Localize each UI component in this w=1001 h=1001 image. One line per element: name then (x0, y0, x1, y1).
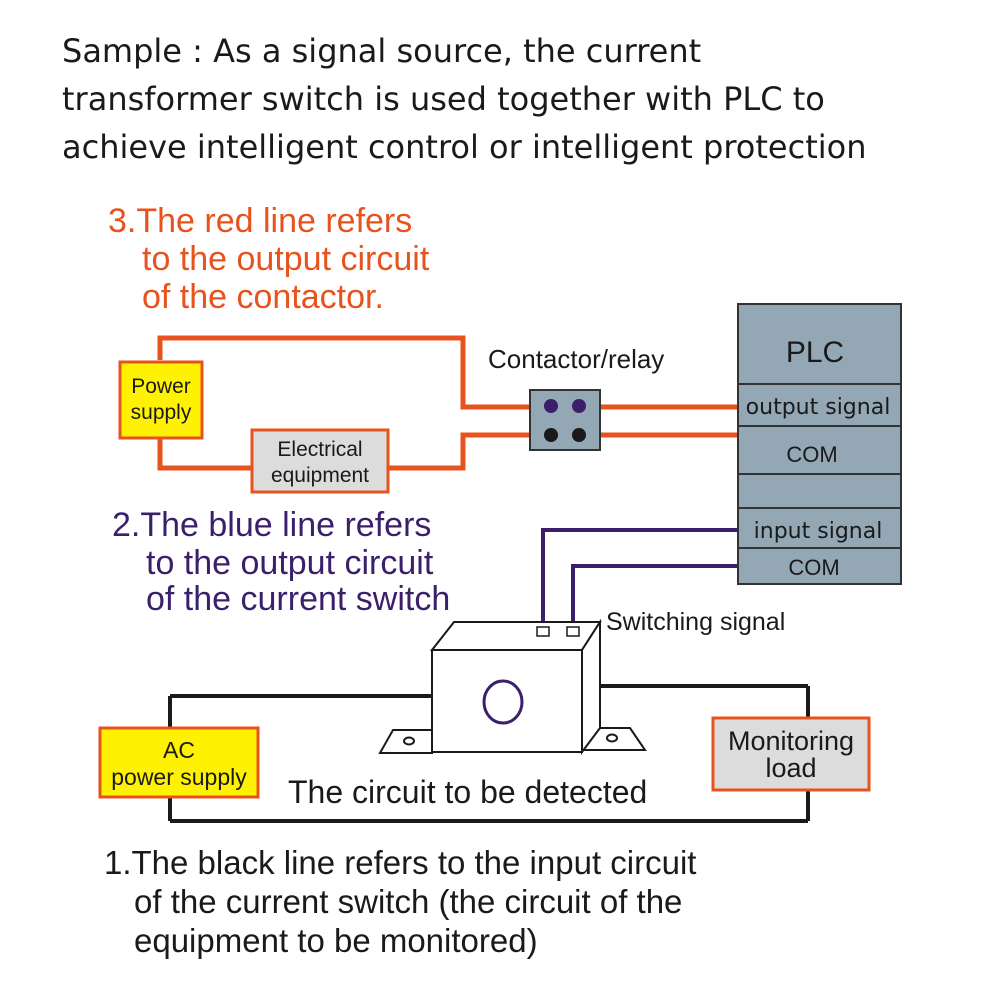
heading-line-3: achieve intelligent control or intellige… (62, 128, 866, 166)
red-wire-equipment-to-contactor (388, 432, 530, 471)
ct-terminal-2 (566, 626, 580, 637)
current-transformer-switch (378, 618, 647, 755)
monitoring-load-label-1: Monitoring (728, 726, 854, 756)
blue-note-line-3: of the current switch (146, 580, 450, 618)
ct-sensing-hole (482, 679, 524, 725)
heading: Sample : As a signal source, the current… (62, 32, 866, 166)
monitoring-load-box (711, 716, 871, 792)
plc-title: PLC (786, 336, 844, 369)
electrical-equipment-label-1: Electrical (277, 438, 362, 461)
contactor-relay (529, 389, 601, 451)
red-note-line-3: of the contactor. (142, 278, 384, 316)
heading-line-1: Sample : As a signal source, the current (62, 32, 701, 70)
red-line-note: 3.The red line refers to the output circ… (108, 202, 430, 316)
ac-power-supply-label-2: power supply (111, 764, 247, 790)
power-supply-label-2: supply (131, 401, 192, 424)
ac-power-supply-box (98, 726, 260, 799)
contactor-label: Contactor/relay (488, 344, 664, 374)
blue-wire-com (571, 564, 738, 630)
ct-mounting-foot-left (378, 729, 433, 754)
blue-line-note: 2.The blue line refers to the output cir… (112, 506, 450, 618)
plc-box (737, 303, 902, 585)
red-wire-power-to-equipment (157, 438, 252, 471)
plc-com-2: COM (788, 555, 839, 580)
electrical-equipment-label-2: equipment (271, 464, 369, 487)
contactor-terminal-4 (572, 428, 586, 442)
black-note-line-1: 1.The black line refers to the input cir… (104, 844, 696, 881)
heading-line-2: transformer switch is used together with… (62, 80, 825, 118)
contactor-terminal-1 (544, 399, 558, 413)
detected-circuit-label: The circuit to be detected (288, 774, 647, 810)
black-note-line-2: of the current switch (the circuit of th… (134, 883, 682, 920)
power-supply-box (118, 360, 204, 440)
blue-wire-input-signal (541, 528, 738, 630)
blue-note-line-2: to the output circuit (146, 544, 434, 582)
plc-input-signal: input signal (754, 519, 883, 544)
contactor-terminal-2 (572, 399, 586, 413)
ct-front-face (431, 649, 583, 753)
contactor-terminal-3 (544, 428, 558, 442)
power-supply-label-1: Power (131, 375, 191, 398)
plc-dividers (738, 383, 901, 549)
red-note-line-1: 3.The red line refers (108, 202, 412, 240)
switching-signal-label: Switching signal (606, 608, 785, 636)
red-wires (157, 335, 738, 471)
black-line-note: 1.The black line refers to the input cir… (104, 844, 696, 959)
monitoring-load-label-2: load (765, 753, 816, 783)
blue-wires (541, 528, 738, 630)
black-wires (168, 684, 810, 823)
plc-output-signal: output signal (746, 395, 891, 420)
ct-mount-hole-right (606, 733, 618, 743)
ac-power-supply-label-1: AC (163, 737, 195, 763)
black-note-line-3: equipment to be monitored) (134, 922, 538, 959)
plc-com-1: COM (786, 442, 837, 467)
red-wire-top (157, 335, 530, 410)
red-note-line-2: to the output circuit (142, 240, 430, 278)
ct-mount-hole-left (403, 736, 415, 746)
ct-terminal-1 (536, 626, 550, 637)
electrical-equipment-box (250, 428, 390, 494)
blue-note-line-1: 2.The blue line refers (112, 506, 431, 544)
